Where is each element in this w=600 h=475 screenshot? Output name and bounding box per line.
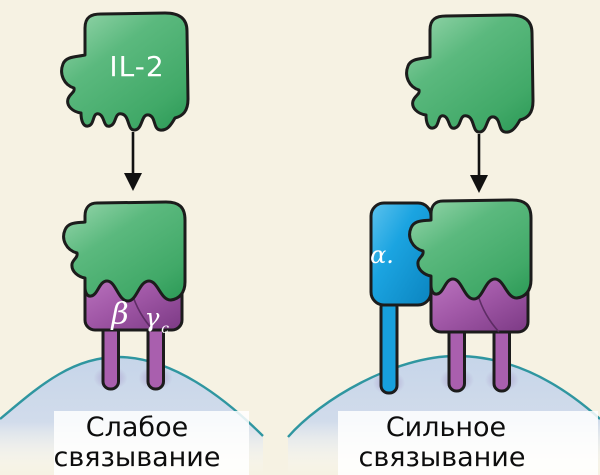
gamma-subunit-label: γ xyxy=(145,303,160,332)
gamma-subunit-subscript: c xyxy=(161,321,169,337)
caption-strong-line1: Сильное xyxy=(386,412,506,443)
il2-molecule-free-right xyxy=(405,13,535,134)
il2-label: IL-2 xyxy=(109,50,164,83)
caption-weak-line1: Слабое xyxy=(86,412,188,443)
caption-weak-line2: связывание xyxy=(54,442,221,473)
caption-backplate xyxy=(338,411,598,475)
il2-molecule-bound-left xyxy=(62,200,187,303)
panel-strong-binding: α. Сильное связывание xyxy=(287,13,600,475)
alpha-subunit-label: α. xyxy=(370,241,394,269)
down-arrow-icon xyxy=(468,132,490,195)
panel-weak-binding: β γ c IL-2 Слабое связывание xyxy=(0,11,264,475)
down-arrow-icon xyxy=(122,130,144,193)
caption-strong-line2: связывание xyxy=(359,442,526,473)
beta-subunit-label: β xyxy=(110,297,128,332)
caption-backplate xyxy=(54,411,249,475)
